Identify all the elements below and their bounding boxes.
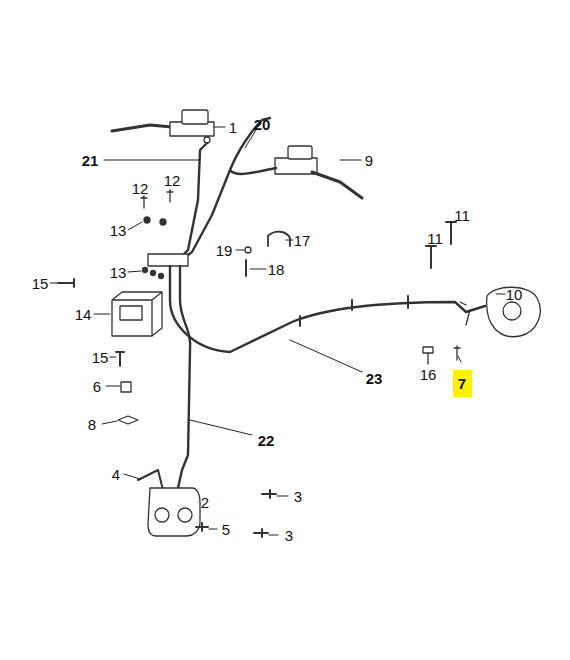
bleed-line [460,302,470,325]
callout-number: 4 [112,467,120,482]
callout-number: 15 [92,350,109,365]
brake-line [178,266,190,488]
screw [245,260,247,276]
callout-number: 12 [164,173,181,188]
callout-number: 5 [222,522,230,537]
callout-number: 11 [454,208,470,223]
callout-number: 16 [420,367,437,382]
washer [151,271,156,276]
abs-port [120,306,142,320]
piston [178,508,192,522]
collar [245,247,251,253]
callout-number: 3 [285,528,293,543]
reservoir [288,146,312,159]
bolt [196,490,276,537]
clip [118,416,138,424]
callout-number: 21 [82,153,99,168]
washer [143,268,148,273]
callout-number: 10 [506,287,523,302]
callout-number: 20 [254,117,271,132]
brake-line [170,266,485,352]
washer [159,274,164,279]
callout-number: 1 [229,120,237,135]
callout-number: 19 [216,243,233,258]
callout-number: 12 [132,181,149,196]
brake-lever [312,172,362,198]
highlight-box: 7 [453,370,472,397]
front-caliper [148,488,200,536]
bolt [426,222,456,268]
piston [155,508,169,522]
callout-number: 23 [366,371,383,386]
callout-number: 22 [258,433,275,448]
callout-number: 2 [201,495,209,510]
brake-lever [112,125,172,131]
callout-number: 6 [93,379,101,394]
clip [121,382,131,392]
callout-number: 13 [110,265,127,280]
callout-number: 3 [294,489,302,504]
line-clip [300,296,408,326]
callout-number: 11 [427,231,443,246]
rear-caliper [487,287,541,336]
bolt [423,347,433,363]
reservoir [182,110,208,124]
callout-number: 15 [32,276,49,291]
clamp [268,232,290,246]
brake-hose [184,118,276,258]
piston [503,302,521,320]
bolt [58,279,124,366]
callout-number: 14 [75,307,92,322]
callout-number: 9 [365,153,373,168]
washer [144,217,150,223]
callout-number: 13 [110,223,127,238]
washer [160,219,166,225]
leader-lines [50,127,505,535]
callout-number: 7 [458,376,467,391]
callout-number: 17 [294,233,311,248]
junction-block [148,254,188,266]
abs-unit [112,292,162,336]
callout-number: 18 [268,262,285,277]
callout-number: 8 [88,417,96,432]
